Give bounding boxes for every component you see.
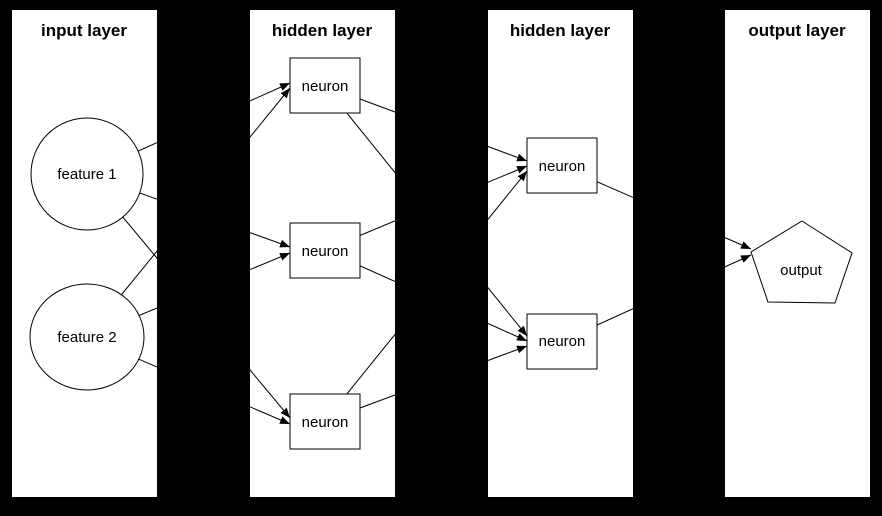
- node-label-h2-neuron-2: neuron: [539, 333, 586, 350]
- node-h1-neuron-2: [289, 222, 361, 279]
- node-output: [750, 220, 853, 304]
- node-label-h1-neuron-2: neuron: [302, 243, 349, 260]
- layer-title-hidden1: hidden layer: [272, 21, 373, 40]
- layer-title-hidden2: hidden layer: [510, 21, 611, 40]
- layer-panel-input: [12, 10, 157, 497]
- layer-panel-hidden2: [488, 10, 633, 497]
- node-h1-neuron-1: [289, 57, 361, 114]
- node-h2-neuron-2: [526, 313, 598, 370]
- edge-h1n3-to-h2n1: [324, 170, 528, 422]
- node-h1-neuron-3: [289, 393, 361, 450]
- layer-title-input: input layer: [41, 21, 127, 40]
- node-label-h1-neuron-1: neuron: [302, 78, 349, 95]
- node-feature-2: [29, 283, 145, 391]
- node-feature-1: [30, 117, 144, 231]
- node-label-h2-neuron-1: neuron: [539, 158, 586, 175]
- node-label-output: output: [780, 262, 823, 279]
- node-label-h1-neuron-3: neuron: [302, 414, 349, 431]
- node-h2-neuron-1: [526, 137, 598, 194]
- layer-title-output: output layer: [748, 21, 846, 40]
- edge-h1n1-to-h2n2: [324, 85, 528, 337]
- node-label-feature-2: feature 2: [57, 329, 116, 346]
- node-label-feature-1: feature 1: [57, 166, 116, 183]
